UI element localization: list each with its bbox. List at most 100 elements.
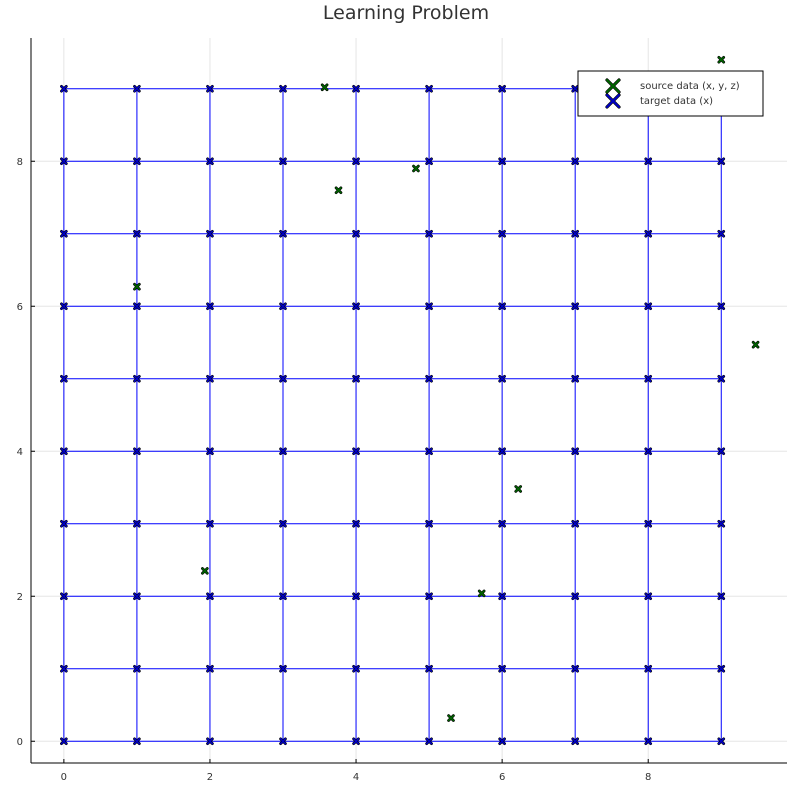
target-point xyxy=(133,302,141,311)
chart-title: Learning Problem xyxy=(323,2,489,24)
marker-stroke xyxy=(335,187,342,194)
target-point xyxy=(644,664,653,673)
y-tick-label: 2 xyxy=(17,592,23,603)
target-point xyxy=(717,447,726,456)
marker-stroke xyxy=(206,520,214,527)
target-point xyxy=(352,374,360,383)
target-point xyxy=(571,737,579,746)
target-point xyxy=(498,84,506,93)
marker-stroke xyxy=(645,520,652,527)
marker-stroke xyxy=(645,665,652,672)
target-point xyxy=(133,157,141,166)
marker-stroke xyxy=(206,375,214,382)
marker-stroke xyxy=(571,303,579,310)
marker-stroke xyxy=(645,303,652,310)
marker-stroke xyxy=(206,303,214,310)
target-point xyxy=(279,302,287,311)
marker-stroke xyxy=(279,85,287,92)
target-point xyxy=(498,519,506,528)
target-point xyxy=(133,664,141,673)
target-point xyxy=(206,737,214,746)
target-point xyxy=(644,229,653,238)
marker-stroke xyxy=(645,375,652,382)
target-point xyxy=(279,229,287,238)
target-point xyxy=(498,592,506,601)
marker-stroke xyxy=(718,158,725,165)
target-point xyxy=(425,302,433,311)
target-point xyxy=(352,664,360,673)
target-point xyxy=(279,447,287,456)
target-point xyxy=(133,737,141,746)
marker-stroke xyxy=(718,520,725,527)
target-point xyxy=(644,592,653,601)
source-point xyxy=(412,164,420,173)
marker-stroke xyxy=(425,158,433,165)
target-point xyxy=(498,447,506,456)
target-point xyxy=(60,302,68,311)
legend-label-target: target data (x) xyxy=(640,96,713,107)
marker-stroke xyxy=(206,665,214,672)
marker-stroke xyxy=(206,230,214,237)
source-point xyxy=(514,485,522,493)
marker-stroke xyxy=(133,593,141,600)
marker-stroke xyxy=(645,738,652,745)
legend-box xyxy=(577,70,764,117)
marker-stroke xyxy=(352,85,360,92)
marker-stroke xyxy=(718,303,725,310)
marker-stroke xyxy=(352,448,360,455)
target-point xyxy=(60,447,68,456)
marker-stroke xyxy=(321,84,328,91)
target-point xyxy=(60,84,68,93)
target-point xyxy=(571,157,579,166)
target-point xyxy=(279,84,287,93)
target-point xyxy=(717,374,726,383)
marker-stroke xyxy=(279,520,287,527)
target-point xyxy=(60,664,68,673)
marker-stroke xyxy=(606,79,620,93)
marker-stroke xyxy=(279,375,287,382)
marker-stroke xyxy=(60,665,68,672)
target-point xyxy=(60,157,68,166)
marker-stroke xyxy=(645,230,652,237)
target-point xyxy=(206,302,214,311)
marker-stroke xyxy=(718,230,725,237)
marker-stroke xyxy=(133,665,141,672)
marker-stroke xyxy=(752,341,759,348)
target-point xyxy=(133,592,141,601)
target-point xyxy=(352,84,360,93)
marker-stroke xyxy=(201,567,209,575)
target-point xyxy=(206,592,214,601)
marker-stroke xyxy=(133,520,141,527)
marker-stroke xyxy=(60,85,68,92)
target-point xyxy=(571,592,579,601)
marker-stroke xyxy=(352,303,360,310)
marker-stroke xyxy=(206,738,214,745)
target-point xyxy=(352,519,360,528)
target-point xyxy=(279,664,287,673)
marker-stroke xyxy=(352,665,360,672)
target-point xyxy=(206,664,214,673)
target-point xyxy=(352,302,360,311)
legend-marker-target xyxy=(605,93,621,109)
target-point xyxy=(133,84,141,93)
marker-stroke xyxy=(60,375,68,382)
marker-stroke xyxy=(645,448,652,455)
y-tick-label: 0 xyxy=(17,737,23,748)
source-point xyxy=(447,714,455,722)
target-point xyxy=(133,374,141,383)
marker-stroke xyxy=(571,85,579,92)
marker-stroke xyxy=(498,230,506,237)
target-mesh-lines xyxy=(63,88,722,742)
target-point xyxy=(60,229,68,238)
marker-stroke xyxy=(279,230,287,237)
marker-stroke xyxy=(571,448,579,455)
target-point xyxy=(425,84,433,93)
marker-stroke xyxy=(498,448,506,455)
source-point xyxy=(751,340,760,349)
target-point xyxy=(279,157,287,166)
marker-stroke xyxy=(425,448,433,455)
marker-stroke xyxy=(571,230,579,237)
target-point xyxy=(498,302,506,311)
source-points xyxy=(133,55,760,722)
